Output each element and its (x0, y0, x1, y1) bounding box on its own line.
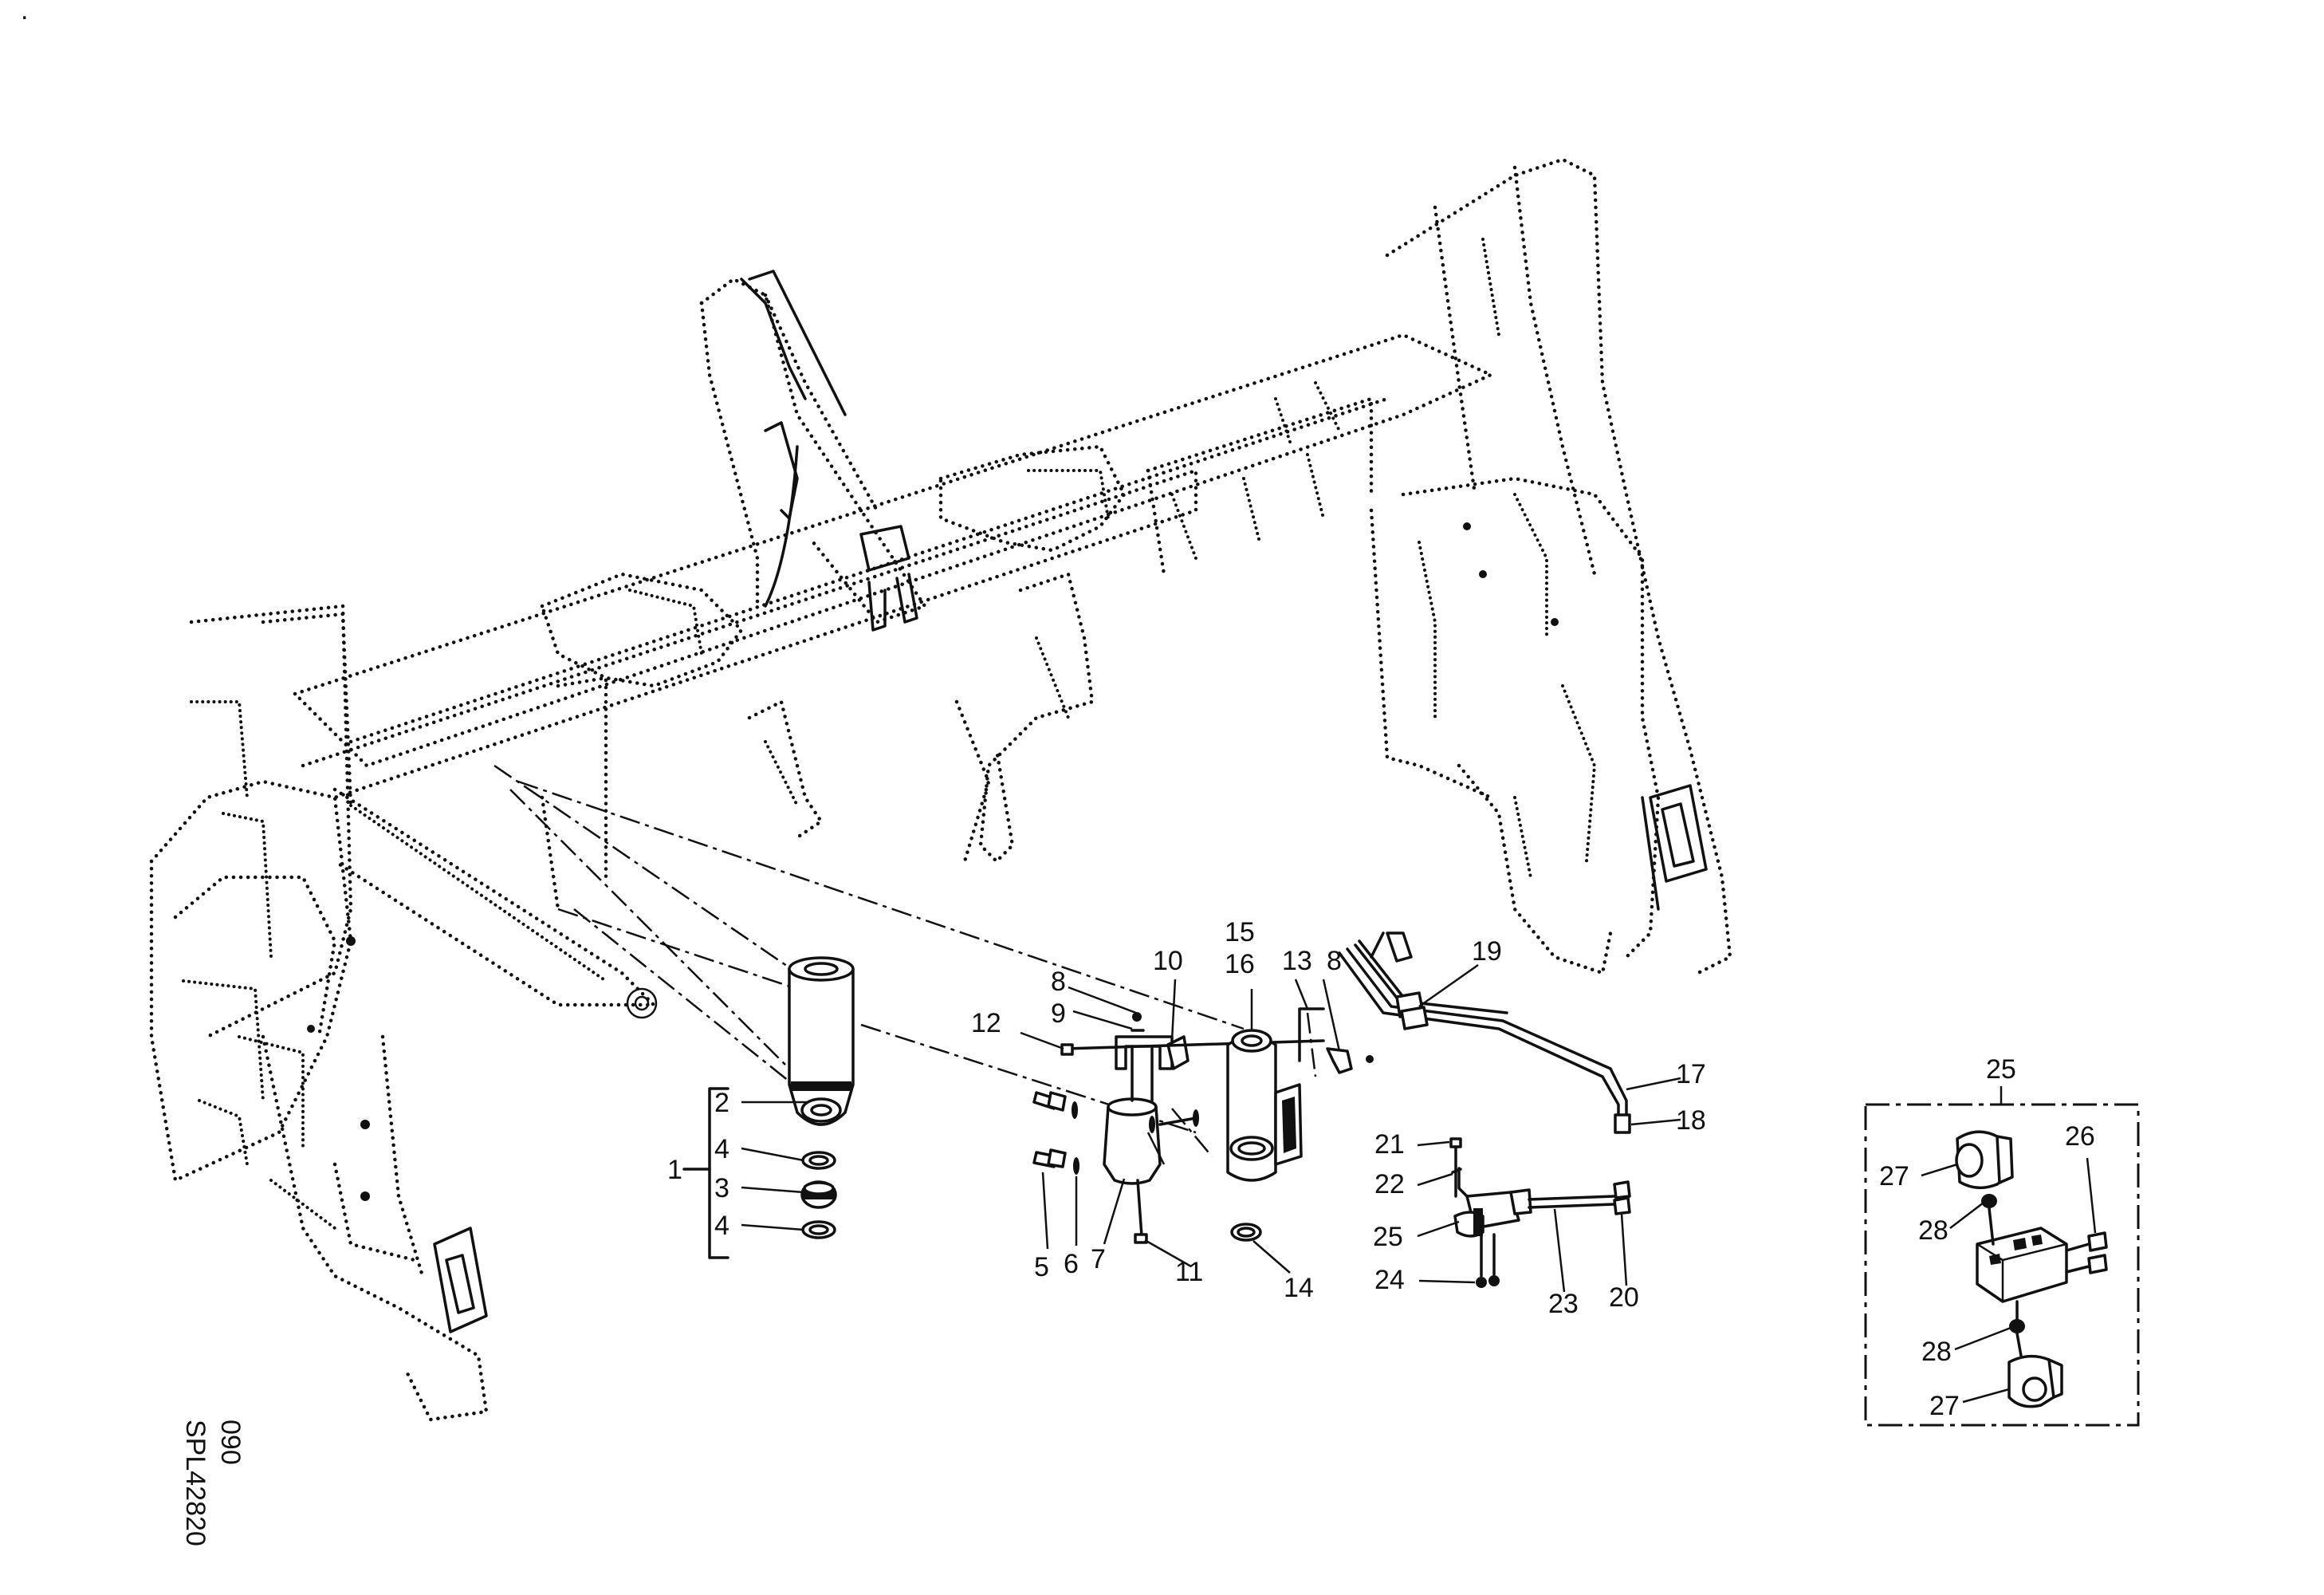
hydraulic-pipes (1338, 931, 1631, 1134)
callout-8-left: 8 (1051, 967, 1066, 997)
corner-mark: . (21, 0, 28, 26)
washer-4-upper (801, 1151, 836, 1170)
callout-labels: 1 2 4 3 4 5 6 7 8 9 10 11 12 13 8 14 15 … (667, 917, 1706, 1319)
valve-body-7 (1032, 1091, 1199, 1244)
callout-8-right: 8 (1327, 946, 1342, 976)
washer-22 (1451, 1168, 1462, 1174)
frame-phantom (149, 157, 1732, 1422)
callout-18: 18 (1676, 1105, 1706, 1136)
detail-callout-28-lower: 28 (1921, 1337, 1952, 1367)
callout-3: 3 (714, 1173, 729, 1203)
callout-17: 17 (1676, 1059, 1706, 1089)
callout-22: 22 (1374, 1169, 1405, 1199)
group-bracket-1 (708, 1087, 729, 1259)
lift-cylinder (788, 956, 855, 1126)
callout-12: 12 (971, 1008, 1001, 1038)
callout-4-lower: 4 (714, 1211, 729, 1241)
drawing-code: SPL42820 (180, 1420, 210, 1546)
callout-23: 23 (1548, 1289, 1579, 1319)
detail-callout-27-upper: 27 (1879, 1161, 1909, 1191)
frame-solid-features (307, 270, 1708, 1333)
callout-14: 14 (1284, 1273, 1314, 1303)
washer-4-lower (801, 1220, 836, 1239)
callout-13: 13 (1282, 946, 1312, 976)
callout-9: 9 (1051, 998, 1066, 1029)
assembly-center-lines (494, 764, 1317, 1157)
callout-5: 5 (1034, 1252, 1049, 1282)
callout-25: 25 (1373, 1222, 1403, 1252)
callout-15: 15 (1225, 917, 1255, 947)
nut-24b (1488, 1275, 1500, 1286)
callout-2: 2 (714, 1088, 729, 1118)
detail-callout-27-lower: 27 (1929, 1391, 1960, 1421)
callout-11: 11 (1175, 1257, 1203, 1287)
screw-12 (1060, 1043, 1074, 1056)
detail-title-25: 25 (1986, 1054, 2016, 1085)
nut-8 (1132, 1012, 1142, 1022)
callout-16: 16 (1225, 949, 1255, 979)
clamp-13 (1298, 1007, 1374, 1074)
nut-24a (1476, 1277, 1487, 1288)
callout-24: 24 (1374, 1265, 1405, 1295)
callout-19: 19 (1472, 936, 1502, 967)
drawing-revision: 090 (215, 1420, 246, 1465)
accumulator-15 (1226, 1029, 1303, 1182)
seal-14 (1230, 1223, 1262, 1242)
callout-1: 1 (667, 1155, 682, 1185)
drawing-code-block: SPL42820 090 (180, 1420, 246, 1546)
bracket-10 (1064, 1035, 1325, 1102)
callout-10: 10 (1153, 946, 1183, 976)
callout-20: 20 (1609, 1282, 1639, 1313)
leader-lines (741, 963, 1681, 1293)
callout-21: 21 (1374, 1129, 1405, 1160)
detail-callout-26: 26 (2065, 1121, 2095, 1152)
valve-25 (1453, 1167, 1631, 1238)
detail-callout-28-upper: 28 (1918, 1215, 1948, 1246)
callout-7: 7 (1091, 1244, 1106, 1274)
bushing-3 (800, 1180, 837, 1209)
callout-4-upper: 4 (714, 1134, 729, 1164)
detail-box-25: 25 27 28 26 28 27 (1864, 1054, 2140, 1427)
callout-6: 6 (1064, 1249, 1079, 1279)
